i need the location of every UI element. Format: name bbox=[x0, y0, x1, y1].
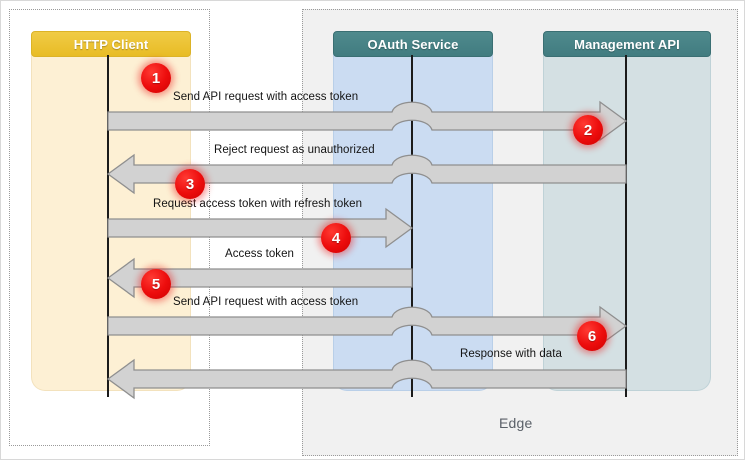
step-badge-5[interactable]: 5 bbox=[141, 269, 171, 299]
group-label-edge: Edge bbox=[499, 415, 533, 431]
message-label-4: Access token bbox=[225, 248, 294, 260]
message-label-5: Send API request with access token bbox=[173, 296, 359, 308]
step-badge-1[interactable]: 1 bbox=[141, 63, 171, 93]
step-badge-6[interactable]: 6 bbox=[577, 321, 607, 351]
participant-header-oauth-service: OAuth Service bbox=[333, 31, 493, 57]
step-badge-3[interactable]: 3 bbox=[175, 169, 205, 199]
message-arrow-2[interactable] bbox=[78, 124, 656, 195]
message-arrow-6[interactable] bbox=[78, 329, 656, 400]
lifeline-management-api bbox=[625, 55, 627, 397]
message-label-2: Reject request as unauthorized bbox=[214, 144, 375, 156]
participant-header-http-client: HTTP Client bbox=[31, 31, 191, 57]
lifeline-oauth-service bbox=[411, 55, 413, 397]
message-arrow-3[interactable] bbox=[78, 178, 442, 249]
message-arrow-1[interactable] bbox=[78, 71, 656, 142]
message-label-6: Response with data bbox=[460, 348, 562, 360]
participant-header-management-api: Management API bbox=[543, 31, 711, 57]
message-arrow-4[interactable] bbox=[78, 228, 442, 299]
step-badge-4[interactable]: 4 bbox=[321, 223, 351, 253]
message-label-3: Request access token with refresh token bbox=[153, 198, 363, 210]
message-arrow-5[interactable] bbox=[78, 276, 656, 347]
step-badge-2[interactable]: 2 bbox=[573, 115, 603, 145]
message-label-1: Send API request with access token bbox=[173, 91, 359, 103]
